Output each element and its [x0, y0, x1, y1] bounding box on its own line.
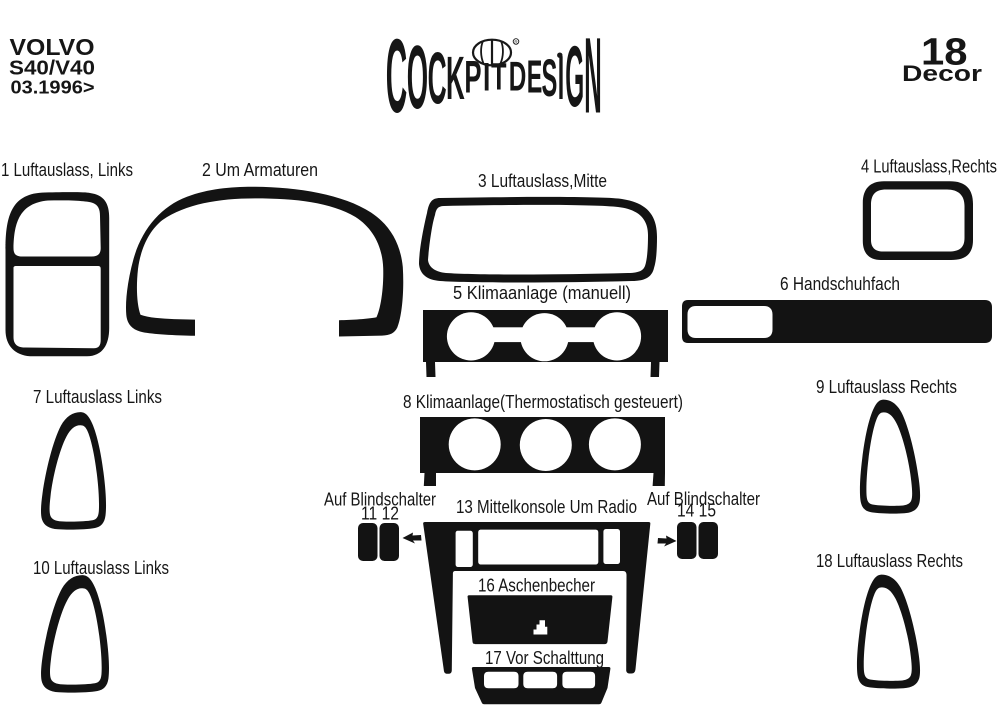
svg-text:18: 18 [921, 32, 968, 74]
svg-text:Decor: Decor [902, 61, 983, 86]
svg-text:K: K [446, 43, 465, 112]
svg-text:Auf Blindschalter: Auf Blindschalter [324, 489, 436, 510]
svg-text:D: D [509, 54, 527, 100]
svg-text:S: S [541, 48, 557, 107]
svg-text:C: C [386, 18, 407, 135]
svg-text:7 Luftauslass Links: 7 Luftauslass Links [33, 386, 162, 407]
svg-text:R: R [514, 39, 518, 44]
svg-text:5 Klimaanlage (manuell): 5 Klimaanlage (manuell) [453, 282, 631, 303]
svg-text:16 Aschenbecher: 16 Aschenbecher [478, 575, 595, 596]
svg-text:3 Luftauslass,Mitte: 3 Luftauslass,Mitte [478, 170, 607, 191]
svg-text:O: O [407, 28, 428, 128]
svg-text:03.1996>: 03.1996> [11, 78, 95, 98]
svg-text:8 Klimaanlage(Thermostatisch g: 8 Klimaanlage(Thermostatisch gesteuert) [403, 391, 683, 412]
svg-text:N: N [584, 14, 601, 135]
svg-text:9 Luftauslass Rechts: 9 Luftauslass Rechts [816, 376, 957, 397]
svg-text:S40/V40: S40/V40 [9, 58, 95, 80]
svg-text:C: C [428, 37, 447, 119]
svg-text:4 Luftauslass,Rechts: 4 Luftauslass,Rechts [861, 156, 997, 177]
svg-text:G: G [565, 28, 584, 125]
svg-text:18 Luftauslass Rechts: 18 Luftauslass Rechts [816, 550, 963, 571]
svg-text:14 15: 14 15 [677, 500, 716, 521]
svg-text:VOLVO: VOLVO [10, 34, 95, 60]
svg-text:P: P [464, 52, 481, 102]
svg-text:6 Handschuhfach: 6 Handschuhfach [780, 273, 900, 294]
svg-text:I: I [558, 44, 564, 113]
svg-text:2 Um Armaturen: 2 Um Armaturen [202, 159, 318, 180]
svg-text:1 Luftauslass, Links: 1 Luftauslass, Links [1, 159, 133, 180]
svg-text:Auf Blindschalter: Auf Blindschalter [647, 488, 760, 509]
svg-text:E: E [527, 51, 543, 103]
svg-text:10 Luftauslass Links: 10 Luftauslass Links [33, 557, 169, 578]
svg-text:17 Vor Schalttung: 17 Vor Schalttung [485, 647, 604, 668]
svg-text:I: I [483, 55, 490, 100]
svg-text:11 12: 11 12 [361, 503, 399, 524]
svg-text:13 Mittelkonsole Um Radio: 13 Mittelkonsole Um Radio [456, 496, 637, 517]
